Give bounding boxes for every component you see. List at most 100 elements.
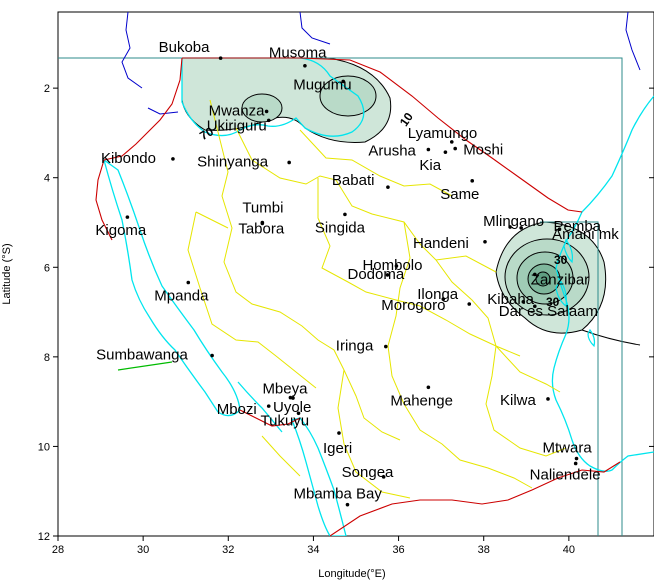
town-label-pemba: Pemba: [553, 218, 601, 235]
town-label-ukiriguru: Ukiriguru: [207, 117, 267, 134]
town-marker-morogoro: [467, 302, 472, 306]
town-label-lyamungo: Lyamungo: [408, 125, 478, 142]
town-marker-bukoba: [218, 56, 223, 60]
town-label-tukuyu: Tukuyu: [261, 412, 310, 429]
coastline: [551, 211, 654, 472]
town-marker-mtwara: [574, 456, 579, 461]
town-marker-shinyanga: [287, 160, 291, 165]
y-tick-label: 8: [44, 352, 50, 364]
town-marker-igeri: [337, 431, 341, 435]
river-nile: [121, 12, 143, 89]
contour-label: 30: [554, 253, 568, 267]
contour-ring-5: [535, 271, 551, 287]
y-axis-title: Latitude (°S): [1, 243, 13, 304]
river-northeast: [625, 12, 641, 71]
town-marker-tabora: [260, 221, 265, 226]
green-segment: [117, 361, 173, 371]
zanzibar-island: [555, 278, 567, 308]
town-label-mugumu: Mugumu: [293, 76, 351, 93]
x-tick-label: 40: [563, 544, 575, 556]
country-border: [95, 57, 621, 536]
town-label-mbozi: Mbozi: [217, 401, 257, 418]
town-label-tabora: Tabora: [238, 220, 285, 237]
town-label-babati: Babati: [332, 172, 375, 189]
town-label-sumbawanga: Sumbawanga: [96, 347, 188, 364]
town-label-amani-mk: Amani mk: [552, 226, 619, 243]
town-label-ilonga: Ilonga: [417, 286, 459, 303]
x-tick-label: 34: [307, 544, 319, 556]
region-boundaries: [187, 99, 567, 499]
town-label-hombolo: Hombolo: [362, 257, 422, 274]
town-label-morogoro: Morogoro: [381, 297, 445, 314]
town-marker-pemba: [557, 227, 562, 232]
x-axis-title: Longitude(°E): [318, 568, 385, 580]
town-label-arusha: Arusha: [368, 142, 416, 159]
town-marker-kibaha: [521, 299, 526, 304]
town-marker-hombolo: [394, 264, 399, 268]
town-marker-same: [470, 179, 475, 183]
town-label-same: Same: [440, 186, 479, 203]
town-marker-uyole: [291, 396, 295, 400]
town-marker-iringa: [384, 344, 388, 349]
town-marker-mbamba-bay: [345, 502, 350, 507]
town-marker-ukiriguru: [266, 118, 271, 123]
town-marker-arusha: [426, 147, 431, 152]
town-label-igeri: Igeri: [323, 440, 352, 457]
town-label-songea: Songea: [342, 464, 394, 481]
town-label-kibondo: Kibondo: [101, 150, 156, 167]
town-label-shinyanga: Shinyanga: [197, 153, 269, 170]
town-label-kia: Kia: [419, 157, 441, 174]
town-marker-mlingano: [519, 226, 523, 230]
pemba-island: [563, 238, 573, 264]
town-label-mlingano: Mlingano: [483, 213, 544, 230]
town-label-dodoma: Dodoma: [348, 266, 405, 283]
town-label-mahenge: Mahenge: [390, 392, 453, 409]
x-tick-label: 30: [137, 544, 149, 556]
river-mara: [299, 12, 331, 45]
town-marker-mahenge: [426, 385, 431, 390]
town-label-kibaha: Kibaha: [487, 291, 534, 308]
town-label-kilwa: Kilwa: [500, 392, 537, 409]
town-marker-mbozi: [266, 404, 271, 408]
town-marker-amani-mk: [508, 225, 512, 229]
town-marker-mpanda: [186, 280, 191, 285]
town-label-handeni: Handeni: [413, 235, 469, 252]
contour-label: 70: [197, 124, 216, 143]
x-tick-label: 38: [478, 544, 490, 556]
town-label-mbeya: Mbeya: [262, 381, 308, 398]
town-marker-kia: [443, 150, 448, 154]
town-marker-dodoma: [385, 273, 390, 277]
river-kagera: [147, 107, 179, 115]
town-label-musoma: Musoma: [269, 45, 327, 62]
town-marker-kibondo: [171, 157, 175, 161]
town-label-mtwara: Mtwara: [543, 440, 593, 457]
y-tick-label: 10: [38, 441, 50, 453]
lake-nyasa: [291, 417, 347, 536]
town-marker-mugumu: [341, 79, 346, 84]
contour-line-coast-tail: [581, 329, 641, 346]
x-tick-label: 36: [392, 544, 404, 556]
town-marker-kilwa: [546, 397, 550, 401]
town-marker-moshi: [453, 146, 457, 151]
town-marker-sumbawanga: [210, 353, 214, 358]
town-label-moshi: Moshi: [463, 142, 503, 159]
town-marker-singida: [343, 212, 347, 217]
town-label-singida: Singida: [315, 219, 366, 236]
town-label-naliendele: Naliendele: [530, 466, 601, 483]
town-marker-musoma: [303, 63, 307, 68]
coastline-north: [581, 95, 654, 213]
frame-line-coast-box: [540, 221, 599, 536]
contour-inner-mwanza: [241, 93, 283, 123]
town-marker-songea: [381, 475, 386, 479]
town-marker-dar-es-salaam: [533, 304, 537, 309]
contour-inner-mugumu: [319, 75, 377, 117]
town-label-tumbi: Tumbi: [242, 199, 283, 216]
mafia-island: [587, 328, 596, 348]
town-label-mwanza: Mwanza: [209, 102, 266, 119]
town-marker-handeni: [483, 239, 487, 244]
town-marker-ilonga: [441, 297, 446, 301]
lake-victoria: [181, 57, 365, 137]
